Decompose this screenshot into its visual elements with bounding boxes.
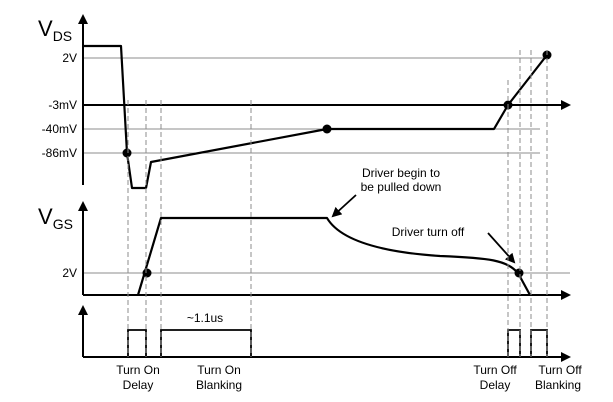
vds-axis-title: VDS [38,16,72,44]
vgs-panel: VGS 2V Driver begin to be pulled down Dr… [38,166,571,300]
vgs-label-2v: 2V [62,266,77,280]
vgs-point-turn-off [514,268,524,278]
turn-off-blanking-label-line1: Turn Off [538,363,582,377]
vgs-point-turn-on [142,268,152,278]
driver-pulled-down-line2: be pulled down [361,180,442,194]
driver-turn-off-arrow [487,232,516,264]
turn-off-delay-label-line1: Turn Off [473,363,517,377]
turn-off-delay-label-line2: Delay [480,378,511,392]
turn-on-delay-label-line2: Delay [123,378,154,392]
driver-turn-off-label: Driver turn off [392,225,465,239]
turn-on-blanking-pulse [160,329,252,357]
vgs-waveform [136,216,531,296]
vgs-axis-title: VGS [38,204,73,232]
vds-label-2v: 2V [62,51,77,65]
turn-on-delay-pulse [127,329,147,357]
turn-on-blanking-label-line1: Turn On [197,363,241,377]
phase-labels: Turn On Delay Turn On Blanking Turn Off … [116,363,582,392]
vds-label-86mv: -86mV [42,146,77,160]
vds-panel: VDS 2V -3mV -40mV -86mV [38,14,571,190]
pulse-panel: ~1.1us [78,305,571,362]
turn-off-delay-pulse [507,329,521,357]
vds-label-3mv: -3mV [48,98,77,112]
vds-point-40mv [322,124,332,134]
vds-point-turn-on [122,148,132,158]
vds-waveform [83,44,548,190]
turn-on-blanking-label-line2: Blanking [196,378,242,392]
timing-markers [127,50,548,357]
turn-on-delay-label-line1: Turn On [116,363,160,377]
turn-off-blanking-label-line2: Blanking [535,378,581,392]
turn-off-blanking-pulse [530,329,548,357]
vds-label-40mv: -40mV [42,122,77,136]
driver-pulled-down-line1: Driver begin to [362,166,440,180]
driver-pulled-down-arrow [331,194,357,218]
pulse-width-label: ~1.1us [187,311,223,325]
